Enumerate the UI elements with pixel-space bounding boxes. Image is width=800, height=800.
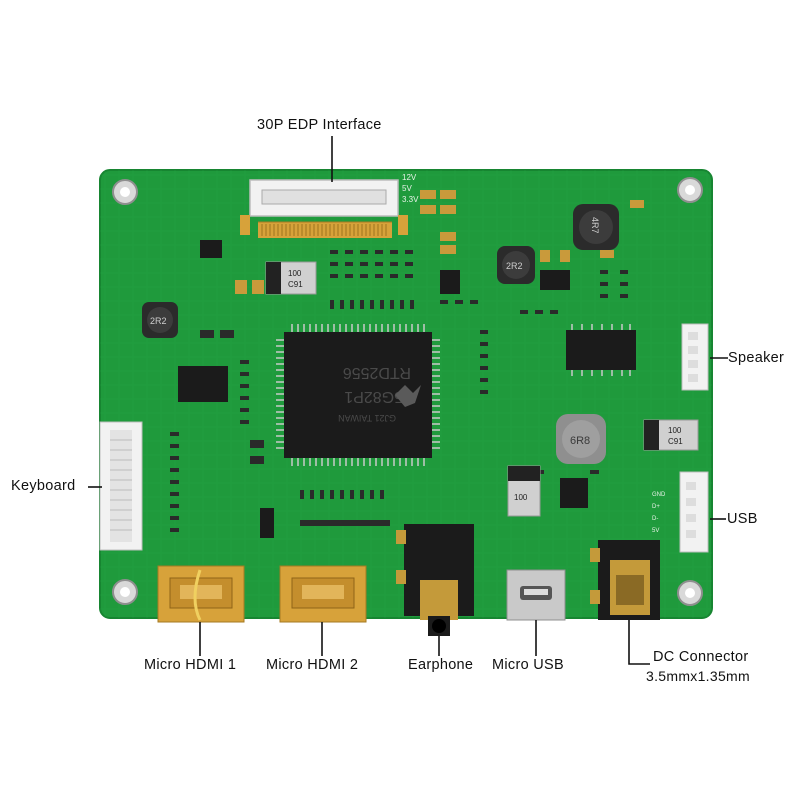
dc-jack — [590, 540, 660, 620]
inductor-code-2: 2R2 — [506, 261, 523, 271]
label-dc-connector-size: 3.5mmx1.35mm — [646, 668, 750, 684]
mounting-holes — [112, 177, 703, 606]
micro-hdmi-1-port — [157, 565, 245, 623]
label-edp-interface: 30P EDP Interface — [257, 117, 382, 133]
cap1-code: C91 — [288, 280, 303, 289]
usb-pin-gnd: GND — [652, 492, 666, 498]
inductor-4: 6R8 — [556, 414, 606, 464]
smd-components — [170, 250, 628, 532]
usb-pin-5v: 5V — [652, 528, 659, 534]
keyboard-header — [99, 421, 143, 551]
usb-pin-dplus: D+ — [652, 504, 660, 510]
chip-line-3: GJ21 TAIWAN — [338, 413, 396, 423]
label-earphone: Earphone — [408, 657, 474, 673]
inductor-2: 2R2 — [497, 246, 535, 284]
chip-line-1: RTD2556 — [343, 364, 411, 381]
power-silkscreen: 12V 5V 3.3V — [402, 173, 419, 204]
chip-line-2: J5G82P1 — [344, 388, 411, 405]
usb-pin-dminus: D- — [652, 516, 658, 522]
inductor-1: 2R2 — [142, 302, 178, 338]
capacitor-3: 100 — [507, 465, 541, 517]
inductor-code-1: 2R2 — [150, 316, 167, 326]
cap2-code: C91 — [668, 437, 683, 446]
leader-dc — [628, 620, 650, 665]
label-micro-hdmi-1: Micro HDMI 1 — [144, 657, 237, 673]
cap3-value: 100 — [514, 493, 528, 502]
capacitor-2: 100 C91 — [643, 419, 699, 451]
main-chip: GJ21 TAIWAN J5G82P1 RTD2556 — [276, 324, 440, 466]
silk-5v: 5V — [402, 184, 412, 193]
label-keyboard: Keyboard — [11, 478, 76, 494]
label-micro-usb: Micro USB — [492, 657, 564, 673]
speaker-connector — [681, 323, 709, 391]
cap2-value: 100 — [668, 426, 682, 435]
inductors: 2R2 2R2 4R7 6R8 — [142, 204, 619, 464]
micro-usb-port — [506, 569, 566, 621]
cap1-value: 100 — [288, 269, 302, 278]
inductor-code-3: 4R7 — [590, 217, 600, 234]
electrolytic-capacitors: 100 C91 100 C91 100 — [265, 261, 699, 517]
silk-3v3: 3.3V — [402, 195, 419, 204]
silk-12v: 12V — [402, 173, 417, 182]
capacitor-1: 100 C91 — [265, 261, 317, 295]
edp-connector — [240, 179, 408, 238]
label-speaker: Speaker — [728, 350, 785, 366]
leader-lines — [88, 136, 728, 665]
secondary-ics — [178, 240, 636, 538]
earphone-jack — [396, 524, 474, 636]
usb-header: GND D+ D- 5V — [652, 471, 709, 553]
label-micro-hdmi-2: Micro HDMI 2 — [266, 657, 359, 673]
label-usb: USB — [727, 511, 758, 527]
label-dc-connector: DC Connector — [653, 649, 749, 665]
micro-hdmi-2-port — [279, 565, 367, 623]
inductor-3: 4R7 — [573, 204, 619, 250]
tantalum-capacitors — [235, 190, 644, 294]
inductor-code-4: 6R8 — [570, 435, 590, 447]
